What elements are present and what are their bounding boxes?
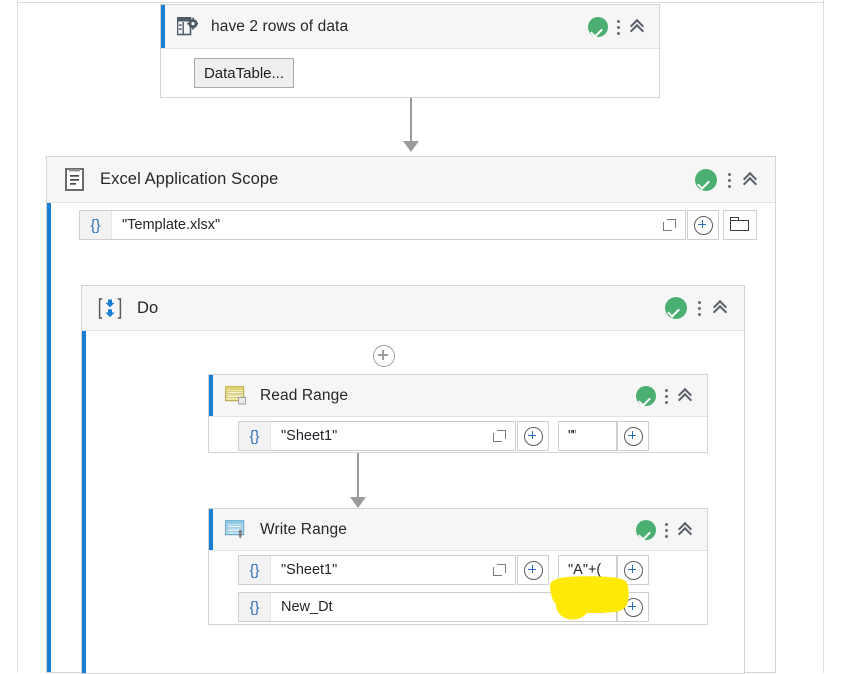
kebab-menu-icon[interactable] — [665, 387, 669, 405]
activity-header-read-range[interactable]: Read Range — [209, 375, 707, 417]
green-check-icon — [665, 297, 687, 319]
activity-accent-bar — [209, 375, 213, 416]
activity-card-read-range[interactable]: Read Range {} "Sheet1" — [208, 374, 708, 453]
read-range-sheet-field[interactable]: {} "Sheet1" — [238, 421, 516, 451]
datatable-button[interactable]: DataTable... — [194, 58, 294, 88]
activity-header-write-range[interactable]: Write Range — [209, 509, 707, 551]
double-chevron-up-icon[interactable] — [629, 18, 648, 38]
read-range-sheet-icon — [225, 386, 247, 405]
connector-line-read-to-write — [357, 453, 359, 501]
double-chevron-up-icon[interactable] — [677, 387, 696, 407]
write-range-datatable-field[interactable]: {} New_Dt — [238, 592, 617, 622]
kebab-menu-icon[interactable] — [665, 521, 669, 539]
do-title: Do — [137, 298, 159, 317]
activity-header-tools — [636, 509, 696, 550]
expand-expression-icon[interactable] — [493, 564, 506, 576]
kebab-menu-icon[interactable] — [698, 299, 702, 317]
write-range-start-cell-value: "A"+( — [568, 562, 602, 578]
write-range-datatable-plus-button[interactable] — [617, 592, 649, 622]
activity-body-read-range: {} "Sheet1" "" — [209, 417, 707, 454]
expand-expression-icon[interactable] — [663, 219, 676, 231]
plus-circle-icon — [523, 426, 543, 446]
container-do[interactable]: Do — [81, 285, 745, 674]
canvas-right-edge — [823, 0, 824, 673]
green-check-icon — [588, 16, 608, 37]
do-header-tools — [665, 286, 731, 330]
double-chevron-up-icon[interactable] — [712, 299, 731, 320]
activity-accent-bar — [209, 509, 213, 550]
canvas-left-edge — [17, 0, 18, 673]
double-chevron-up-icon[interactable] — [677, 521, 696, 541]
expression-braces-icon: {} — [239, 422, 271, 450]
plus-circle-icon — [693, 215, 713, 235]
activity-header-tools — [588, 5, 648, 48]
workbook-path-plus-button[interactable] — [687, 210, 719, 240]
scope-title: Excel Application Scope — [100, 170, 279, 188]
read-range-range-field[interactable]: "" — [558, 421, 617, 451]
plus-circle-icon — [523, 560, 543, 580]
folder-browse-icon — [729, 217, 751, 233]
document-icon — [65, 168, 84, 191]
write-range-sheet-plus-button[interactable] — [517, 555, 549, 585]
activity-card-write-range[interactable]: Write Range {} "Sheet1" — [208, 508, 708, 625]
do-header[interactable]: Do — [82, 286, 744, 331]
do-sequence-icon — [98, 297, 122, 319]
read-range-sheet-plus-button[interactable] — [517, 421, 549, 451]
activity-title: Write Range — [260, 520, 347, 538]
green-check-icon — [636, 385, 656, 406]
activity-header-tools — [636, 375, 696, 416]
write-range-sheet-value: "Sheet1" — [281, 562, 338, 578]
activity-header-have-2-rows-of-data[interactable]: have 2 rows of data — [161, 5, 659, 49]
write-range-start-cell-field[interactable]: "A"+( — [558, 555, 617, 585]
canvas-top-edge — [17, 2, 824, 3]
write-range-datatable-value: New_Dt — [281, 599, 333, 615]
kebab-menu-icon[interactable] — [728, 171, 732, 189]
workbook-path-field[interactable]: {} "Template.xlsx" — [79, 210, 686, 240]
table-gear-icon — [176, 16, 199, 36]
write-range-sheet-field[interactable]: {} "Sheet1" — [238, 555, 516, 585]
plus-circle-icon — [623, 560, 643, 580]
read-range-sheet-value: "Sheet1" — [281, 428, 338, 444]
activity-accent-bar — [161, 5, 165, 48]
add-activity-icon[interactable] — [373, 345, 395, 367]
read-range-range-plus-button[interactable] — [617, 421, 649, 451]
activity-title: Read Range — [260, 386, 349, 404]
do-accent-bar — [82, 286, 86, 673]
activity-body-write-range: {} "Sheet1" "A"+( {} — [209, 551, 707, 625]
expression-braces-icon: {} — [80, 211, 112, 239]
connector-arrowhead-read-to-write — [350, 497, 366, 508]
expand-expression-icon[interactable] — [493, 430, 506, 442]
plus-circle-icon — [623, 597, 643, 617]
double-chevron-up-icon[interactable] — [742, 171, 761, 191]
activity-body-have-2-rows-of-data: DataTable... — [161, 49, 659, 97]
kebab-menu-icon[interactable] — [617, 18, 621, 36]
container-excel-application-scope[interactable]: Excel Application Scope {} "Template.xls… — [46, 156, 776, 674]
activity-card-have-2-rows-of-data[interactable]: have 2 rows of data DataTable... — [160, 4, 660, 98]
scope-header-tools — [695, 157, 761, 202]
write-range-sheet-icon — [225, 520, 247, 539]
connector-line-assert-to-scope — [410, 98, 412, 144]
expand-expression-icon[interactable] — [594, 601, 607, 613]
plus-circle-icon — [623, 426, 643, 446]
expression-braces-icon: {} — [239, 593, 271, 621]
activity-title: have 2 rows of data — [211, 17, 349, 35]
green-check-icon — [636, 519, 656, 540]
workbook-path-value: "Template.xlsx" — [122, 217, 221, 233]
scope-header-excel-application-scope[interactable]: Excel Application Scope — [47, 157, 775, 203]
scope-accent-bar — [47, 157, 51, 672]
write-range-start-cell-plus-button[interactable] — [617, 555, 649, 585]
connector-arrowhead-assert-to-scope — [403, 141, 419, 152]
green-check-icon — [695, 168, 717, 191]
expression-braces-icon: {} — [239, 556, 271, 584]
read-range-range-value: "" — [568, 428, 577, 444]
workbook-browse-button[interactable] — [723, 210, 757, 240]
